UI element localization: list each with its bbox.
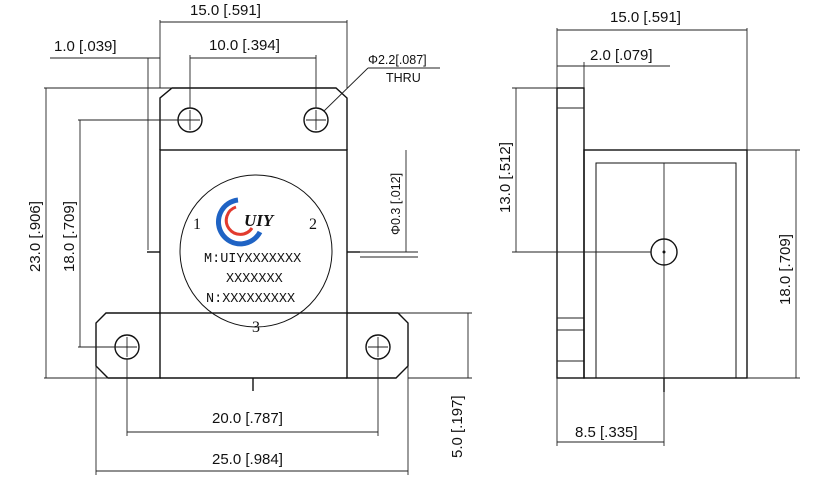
dim-height-13: 13.0 [.512] — [497, 142, 514, 213]
side-flange — [556, 87, 585, 379]
dim-width-top: 15.0 [.591] — [190, 2, 261, 19]
dim-height-holes: 18.0 [.709] — [61, 201, 78, 272]
dim-width-bottom: 25.0 [.984] — [212, 451, 283, 468]
side-body — [583, 149, 748, 379]
dim-hole-spacing-bottom: 20.0 [.787] — [212, 410, 283, 427]
top-flange — [159, 87, 348, 150]
port-2-label: 2 — [309, 216, 317, 233]
side-inner — [595, 162, 737, 379]
port-3-label: 3 — [252, 319, 260, 336]
dim-flange-height: 5.0 [.197] — [449, 395, 466, 458]
dim-height-18: 18.0 [.709] — [777, 234, 794, 305]
port-1-label: 1 — [193, 216, 201, 233]
dim-offset-left: 1.0 [.039] — [54, 38, 117, 55]
right-view: 15.0 [.591] 2.0 [.079] 13.0 [.512] 18.0 … — [497, 9, 800, 446]
label-circle — [179, 174, 333, 328]
serial-line: N:XXXXXXXXX — [206, 292, 295, 307]
left-view: UIY 1 2 3 M:UIYXXXXXXX XXXXXXX N:XXXXXXX… — [27, 2, 472, 475]
dim-height-total: 23.0 [.906] — [27, 201, 44, 272]
body-outline — [159, 149, 348, 314]
dim-hole-dia: Φ2.2[.087] — [368, 53, 427, 67]
dim-hole-spacing-top: 10.0 [.394] — [209, 37, 280, 54]
dim-pin-dia: Φ0.3 [.012] — [389, 173, 403, 235]
top-hole-right — [303, 107, 329, 133]
dim-side-width: 15.0 [.591] — [610, 9, 681, 26]
uiy-logo: UIY — [216, 197, 275, 247]
dim-thru: THRU — [386, 71, 421, 85]
bottom-hole-right — [365, 334, 391, 360]
dim-pin-offset: 8.5 [.335] — [575, 424, 638, 441]
dim-flange-thickness: 2.0 [.079] — [590, 47, 653, 64]
model-line: M:UIYXXXXXXX — [204, 252, 301, 267]
model-line-2: XXXXXXX — [226, 272, 283, 287]
logo-text: UIY — [244, 211, 275, 230]
